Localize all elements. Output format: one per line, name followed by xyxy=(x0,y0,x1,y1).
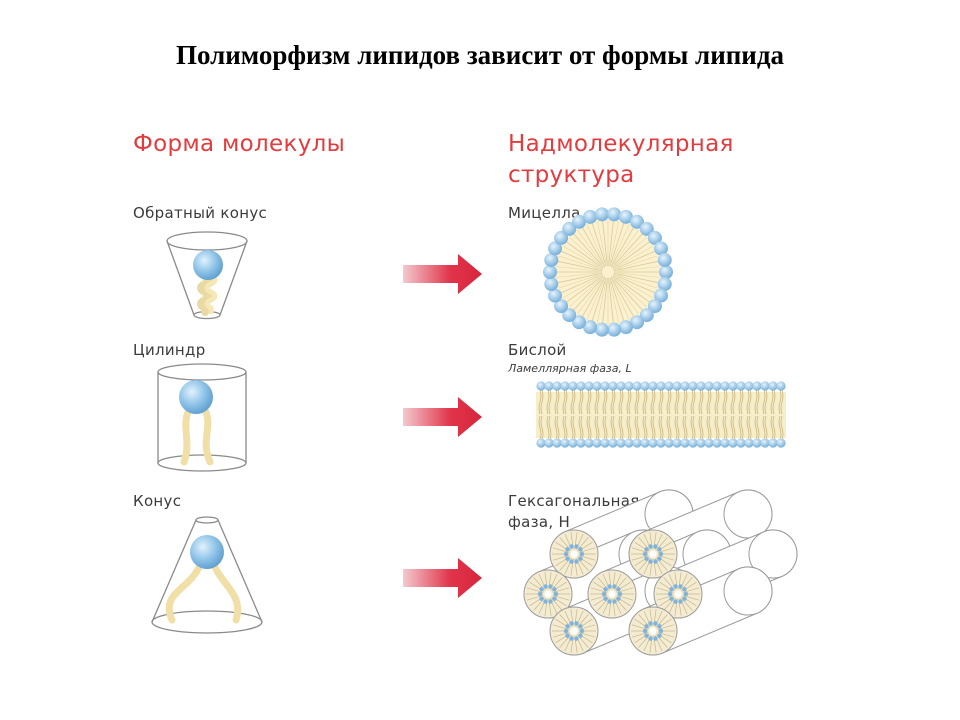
micelle-figure xyxy=(543,207,673,337)
arrow-icon xyxy=(403,558,482,598)
cylinder-label: Цилиндр xyxy=(133,341,206,359)
cone-label: Конус xyxy=(133,492,182,510)
cone-figure xyxy=(151,516,263,634)
inverted-cone-figure xyxy=(166,231,248,320)
hexagonal-phase-figure xyxy=(523,489,798,656)
hexagonal-phase-label-line1: Гексагональная xyxy=(508,492,640,510)
arrow-icon xyxy=(403,254,482,294)
bilayer-figure xyxy=(536,381,786,448)
bilayer-label: Бислой xyxy=(508,341,567,359)
hexagonal-phase-label-line2: фаза, H xyxy=(508,513,571,531)
structure-column-header-line2: структура xyxy=(508,162,635,188)
arrow-icon xyxy=(403,397,482,437)
inverted-cone-label: Обратный конус xyxy=(133,204,268,222)
cylinder-figure xyxy=(157,363,247,472)
lamellar-phase-label: Ламеллярная фаза, L xyxy=(508,362,632,375)
shape-column-header: Форма молекулы xyxy=(133,131,346,157)
structure-column-header-line1: Надмолекулярная xyxy=(508,131,734,157)
micelle-label: Мицелла xyxy=(508,204,581,222)
slide-title: Полиморфизм липидов зависит от формы лип… xyxy=(175,40,785,70)
